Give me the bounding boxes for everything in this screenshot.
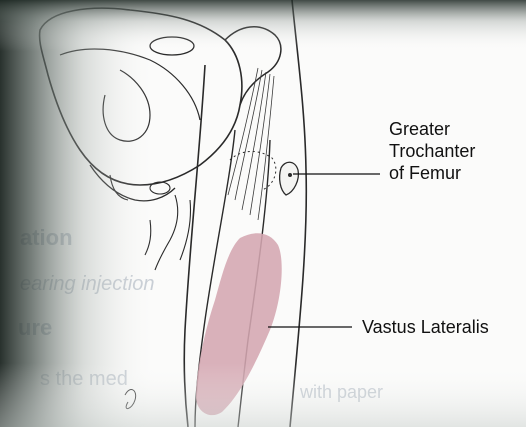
- label-line: Trochanter: [389, 140, 475, 162]
- label-line: of Femur: [389, 162, 475, 184]
- vastus-lateralis-label: Vastus Lateralis: [362, 316, 489, 338]
- label-line: Greater: [389, 118, 475, 140]
- greater-trochanter-label: Greater Trochanter of Femur: [389, 118, 475, 184]
